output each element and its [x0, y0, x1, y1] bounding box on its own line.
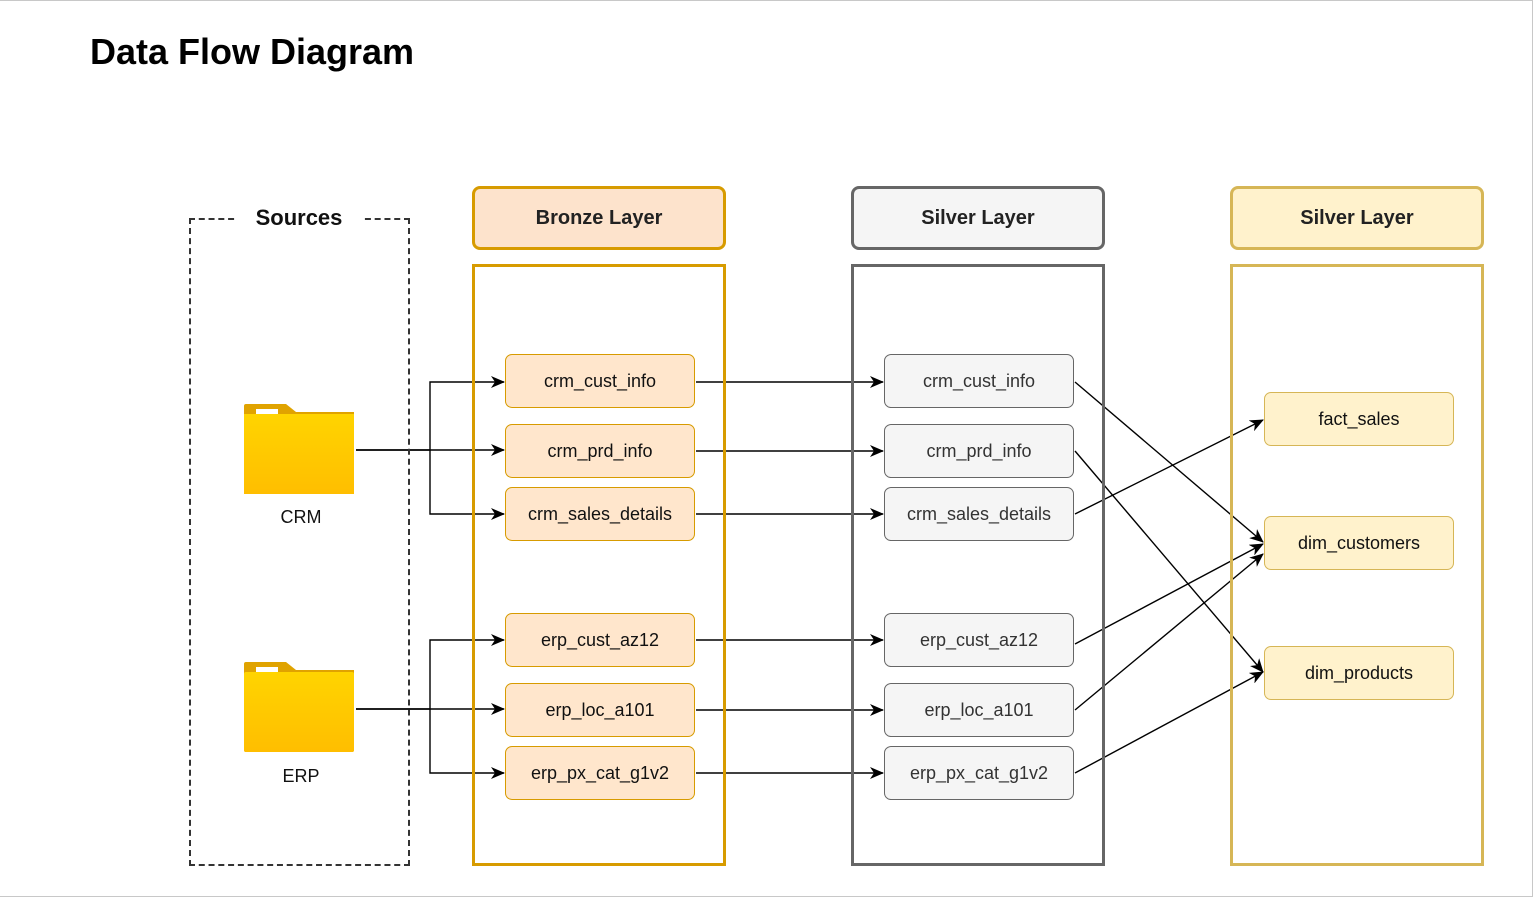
sources-title: Sources — [236, 202, 362, 234]
silver-table-node[interactable]: erp_px_cat_g1v2 — [884, 746, 1074, 800]
bronze-layer-header: Bronze Layer — [472, 186, 726, 250]
bronze-table-node[interactable]: erp_loc_a101 — [505, 683, 695, 737]
source-label-crm: CRM — [280, 507, 322, 527]
bronze-layer-container — [472, 264, 726, 866]
silver-table-node[interactable]: erp_loc_a101 — [884, 683, 1074, 737]
folder-icon — [244, 662, 354, 752]
source-label-erp: ERP — [282, 766, 320, 786]
bronze-table-node[interactable]: crm_sales_details — [505, 487, 695, 541]
folder-icon — [244, 404, 354, 494]
bronze-table-node[interactable]: erp_px_cat_g1v2 — [505, 746, 695, 800]
page-title: Data Flow Diagram — [90, 31, 415, 72]
gold-layer-header: Silver Layer — [1230, 186, 1484, 250]
edge-erp-erp_px_cat_g1v2 — [429, 709, 505, 779]
bronze-table-node[interactable]: crm_cust_info — [505, 354, 695, 408]
silver-layer-header: Silver Layer — [851, 186, 1105, 250]
silver-table-node[interactable]: erp_cust_az12 — [884, 613, 1074, 667]
gold-table-node[interactable]: dim_products — [1264, 646, 1454, 700]
silver-layer-container — [851, 264, 1105, 866]
bronze-table-node[interactable]: crm_prd_info — [505, 424, 695, 478]
edge-crm-crm_sales_details — [429, 450, 505, 520]
bronze-table-node[interactable]: erp_cust_az12 — [505, 613, 695, 667]
gold-table-node[interactable]: fact_sales — [1264, 392, 1454, 446]
silver-table-node[interactable]: crm_cust_info — [884, 354, 1074, 408]
silver-table-node[interactable]: crm_sales_details — [884, 487, 1074, 541]
gold-table-node[interactable]: dim_customers — [1264, 516, 1454, 570]
silver-table-node[interactable]: crm_prd_info — [884, 424, 1074, 478]
gold-layer-container — [1230, 264, 1484, 866]
